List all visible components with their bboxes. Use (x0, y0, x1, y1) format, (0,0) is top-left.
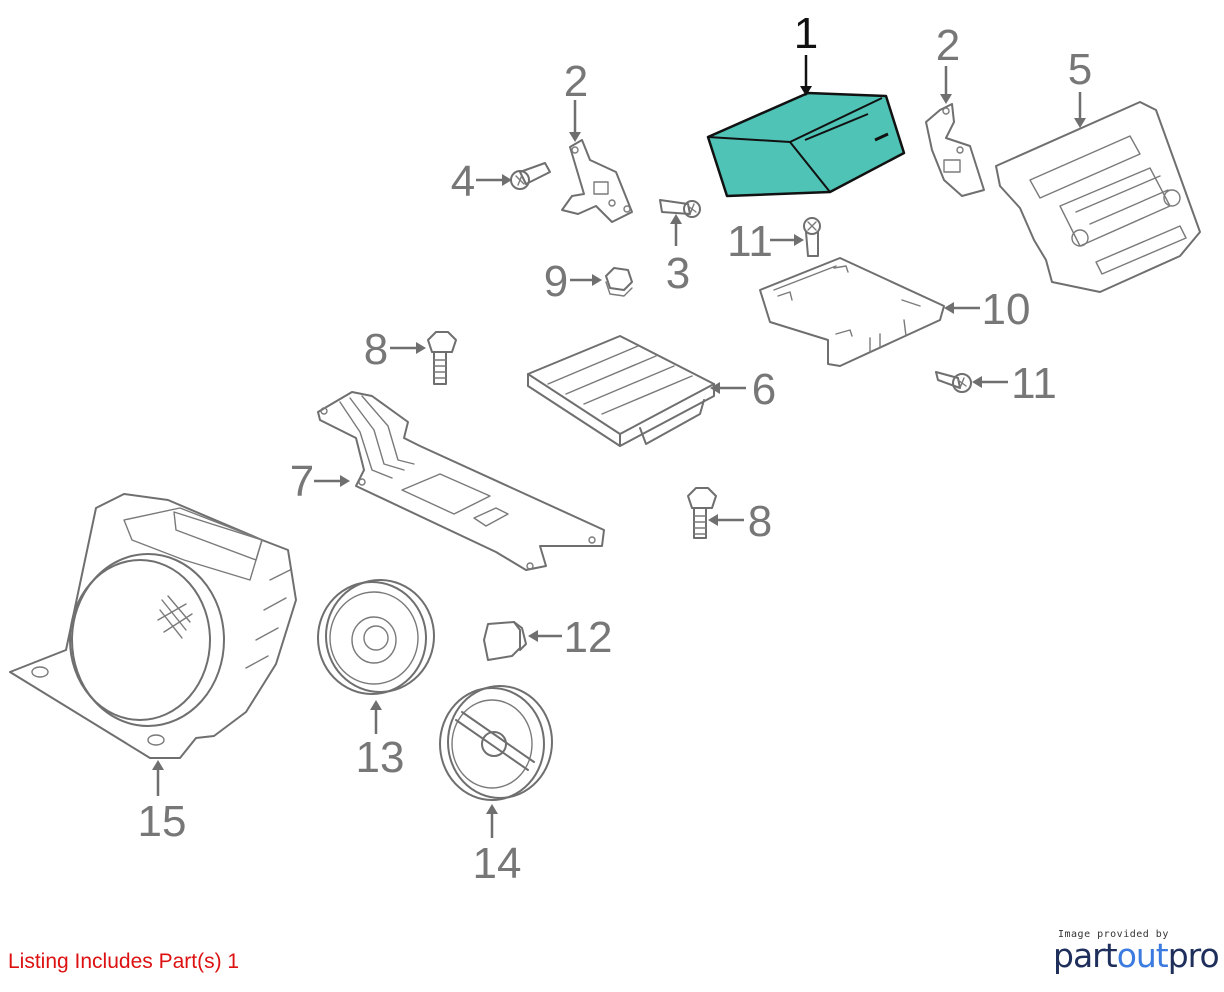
part-1-radio-unit[interactable] (706, 91, 906, 198)
part-2-right-bracket[interactable] (925, 103, 985, 197)
callout-8-upper: 8 (364, 325, 388, 374)
leader-12 (528, 630, 562, 642)
part-5-control-panel[interactable] (995, 101, 1201, 293)
logo-text-part: part (1053, 936, 1118, 975)
callout-7: 7 (290, 457, 314, 506)
part-12-tweeter[interactable] (483, 621, 527, 661)
leader-8-lower (708, 514, 744, 526)
leader-10 (944, 302, 980, 314)
provider-caption: Image provided by (1058, 929, 1169, 940)
callout-3: 3 (666, 249, 690, 298)
leader-11-lower (972, 376, 1008, 388)
logo-text-pro: pro (1167, 936, 1220, 975)
leader-5 (1074, 92, 1086, 128)
callout-8-lower: 8 (748, 497, 772, 546)
leader-2-right (940, 66, 952, 104)
callout-1: 1 (794, 9, 818, 58)
part-8-upper-bolt[interactable] (427, 331, 457, 385)
leader-15 (152, 760, 164, 796)
part-13-speaker[interactable] (317, 579, 435, 695)
callout-6: 6 (752, 365, 776, 414)
callout-9: 9 (544, 257, 568, 306)
partoutpro-logo[interactable]: partoutpro (1053, 936, 1220, 975)
callout-10: 10 (982, 285, 1031, 334)
leader-1 (800, 55, 812, 96)
part-14-speaker[interactable] (439, 685, 553, 801)
leader-11-upper (770, 234, 804, 246)
part-7-mounting-bracket[interactable] (317, 391, 605, 571)
callout-14: 14 (473, 839, 522, 888)
part-15-subwoofer-enclosure[interactable] (9, 493, 297, 759)
part-4-screw[interactable] (510, 162, 551, 190)
leader-8-upper (390, 342, 426, 354)
callout-13: 13 (356, 733, 405, 782)
logo-text-out: out (1116, 936, 1169, 975)
callout-15: 15 (138, 797, 187, 846)
callout-2-left: 2 (564, 57, 588, 106)
listing-note: Listing Includes Part(s) 1 (8, 950, 240, 973)
part-3-screw[interactable] (659, 199, 701, 218)
part-2-left-bracket[interactable] (561, 139, 633, 223)
callout-12: 12 (564, 613, 613, 662)
leader-14 (486, 804, 498, 838)
part-9-nut[interactable] (605, 267, 633, 297)
part-8-lower-bolt[interactable] (687, 487, 717, 539)
leader-3 (670, 214, 682, 246)
callout-5: 5 (1068, 45, 1092, 94)
callout-4: 4 (451, 157, 475, 206)
callout-2-right: 2 (936, 21, 960, 70)
part-11-upper-screw[interactable] (803, 217, 821, 257)
leader-2-left (569, 100, 581, 142)
leader-7 (314, 475, 350, 487)
callout-11-upper: 11 (727, 217, 773, 266)
callout-11-lower: 11 (1011, 359, 1057, 408)
part-11-lower-screw[interactable] (935, 371, 972, 393)
leader-6 (710, 382, 746, 394)
part-6-amplifier[interactable] (527, 335, 715, 447)
leader-13 (370, 700, 382, 734)
part-10-tray[interactable] (759, 257, 945, 367)
leader-4 (476, 174, 512, 186)
leader-9 (570, 274, 602, 286)
